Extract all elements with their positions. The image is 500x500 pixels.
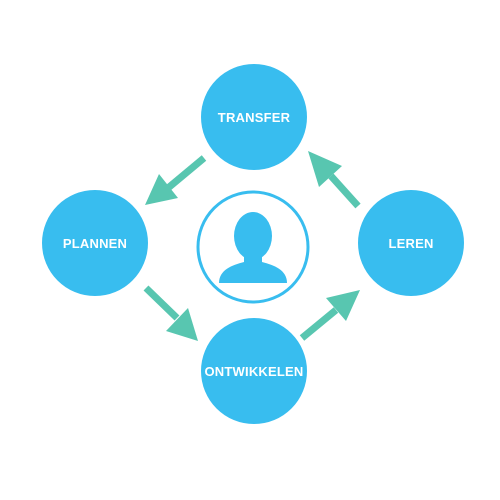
arrow-transfer-to-plannen	[145, 155, 207, 205]
node-ontwikkelen[interactable]: ONTWIKKELEN	[201, 318, 307, 424]
node-leren-label: LEREN	[388, 235, 434, 251]
node-plannen[interactable]: PLANNEN	[42, 190, 148, 296]
node-leren[interactable]: LEREN	[358, 190, 464, 296]
user-icon	[196, 190, 310, 304]
arrow-ontwikkelen-to-leren	[299, 290, 360, 341]
node-plannen-label: PLANNEN	[62, 235, 128, 251]
node-ontwikkelen-label: ONTWIKKELEN	[204, 363, 304, 379]
arrow-leren-to-transfer	[308, 151, 361, 209]
node-transfer[interactable]: TRANSFER	[201, 64, 307, 170]
arrow-plannen-to-ontwikkelen	[143, 285, 198, 341]
node-transfer-label: TRANSFER	[217, 109, 291, 125]
